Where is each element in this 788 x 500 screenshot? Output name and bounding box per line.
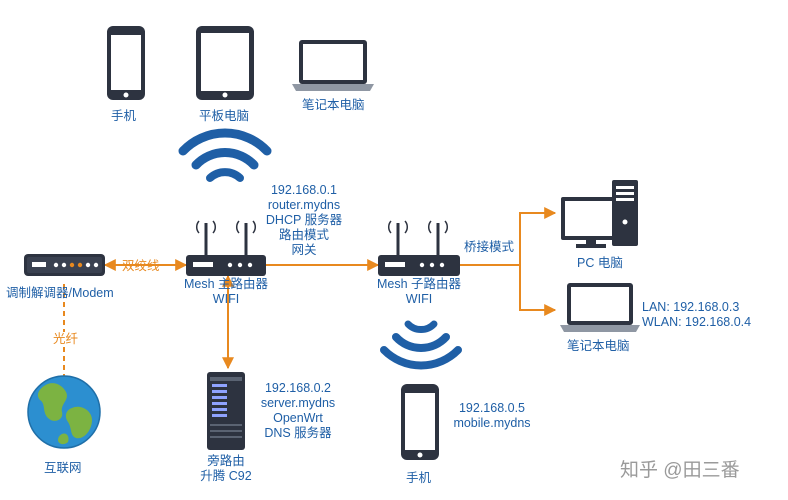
wifi-label: WIFI — [405, 292, 433, 306]
modem-label: 调制解调器/Modem — [6, 286, 114, 300]
laptop-right-label: 笔记本电脑 — [567, 339, 630, 353]
mode: 路由模式 — [278, 228, 329, 242]
pc-icon — [561, 180, 638, 248]
role-label: 旁路由 — [207, 454, 245, 468]
connection-lines — [63, 207, 557, 378]
main-router-info: 192.168.0.1 router.mydns DHCP 服务器 路由模式 网… — [259, 183, 349, 258]
dns-role: DNS 服务器 — [264, 426, 332, 440]
dhcp-role: DHCP 服务器 — [265, 213, 343, 227]
phone-bottom-info: 192.168.0.5 mobile.mydns — [446, 401, 538, 431]
router-name: Mesh 子路由器 — [376, 277, 462, 291]
watermark: 知乎 @田三番 — [620, 460, 740, 481]
phone-label: 手机 — [111, 109, 137, 123]
system-name: OpenWrt — [273, 411, 323, 425]
laptop-icon — [560, 283, 640, 332]
laptop-right-info: LAN: 192.168.0.3 WLAN: 192.168.0.4 — [642, 300, 766, 330]
twisted-pair-label: 双绞线 — [122, 259, 160, 273]
tablet-label: 平板电脑 — [199, 109, 250, 123]
wifi-icon — [178, 128, 272, 182]
globe-icon — [27, 375, 101, 449]
laptop-label: 笔记本电脑 — [302, 98, 365, 112]
wlan-address: WLAN: 192.168.0.4 — [642, 315, 752, 329]
main-router-name: Mesh 主路由器 WIFI — [180, 277, 272, 307]
link-sub-router-branch — [460, 207, 557, 266]
modem-icon — [24, 254, 105, 276]
hostname: router.mydns — [267, 198, 341, 212]
hostname: server.mydns — [260, 396, 336, 410]
tablet-icon — [196, 26, 254, 100]
pc-label: PC 电脑 — [577, 256, 623, 270]
laptop-icon — [292, 40, 374, 91]
gateway-role: 网关 — [291, 243, 317, 257]
link-sub-router-laptop — [519, 265, 557, 316]
model-label: 升腾 C92 — [200, 469, 252, 483]
fiber-label: 光纤 — [52, 332, 80, 347]
ip-address: 192.168.0.1 — [270, 183, 338, 197]
main-router-icon — [186, 220, 266, 276]
ip-address: 192.168.0.2 — [264, 381, 332, 395]
ip-address: 192.168.0.5 — [458, 401, 526, 415]
lan-address: LAN: 192.168.0.3 — [642, 300, 740, 314]
side-router-name: 旁路由 升腾 C92 — [186, 454, 266, 484]
router-name: Mesh 主路由器 — [183, 277, 269, 291]
phone-icon — [107, 26, 145, 100]
internet-label: 互联网 — [44, 461, 82, 475]
sub-router-name: Mesh 子路由器 WIFI — [372, 277, 466, 307]
side-router-info: 192.168.0.2 server.mydns OpenWrt DNS 服务器 — [250, 381, 346, 441]
wifi-icon — [380, 320, 462, 370]
sub-router-icon — [378, 220, 460, 276]
bridge-mode-label: 桥接模式 — [464, 240, 515, 254]
server-icon — [207, 372, 245, 450]
phone-bottom-label: 手机 — [406, 471, 432, 485]
wifi-label: WIFI — [212, 292, 240, 306]
phone-icon — [401, 384, 439, 460]
hostname: mobile.mydns — [453, 416, 531, 430]
